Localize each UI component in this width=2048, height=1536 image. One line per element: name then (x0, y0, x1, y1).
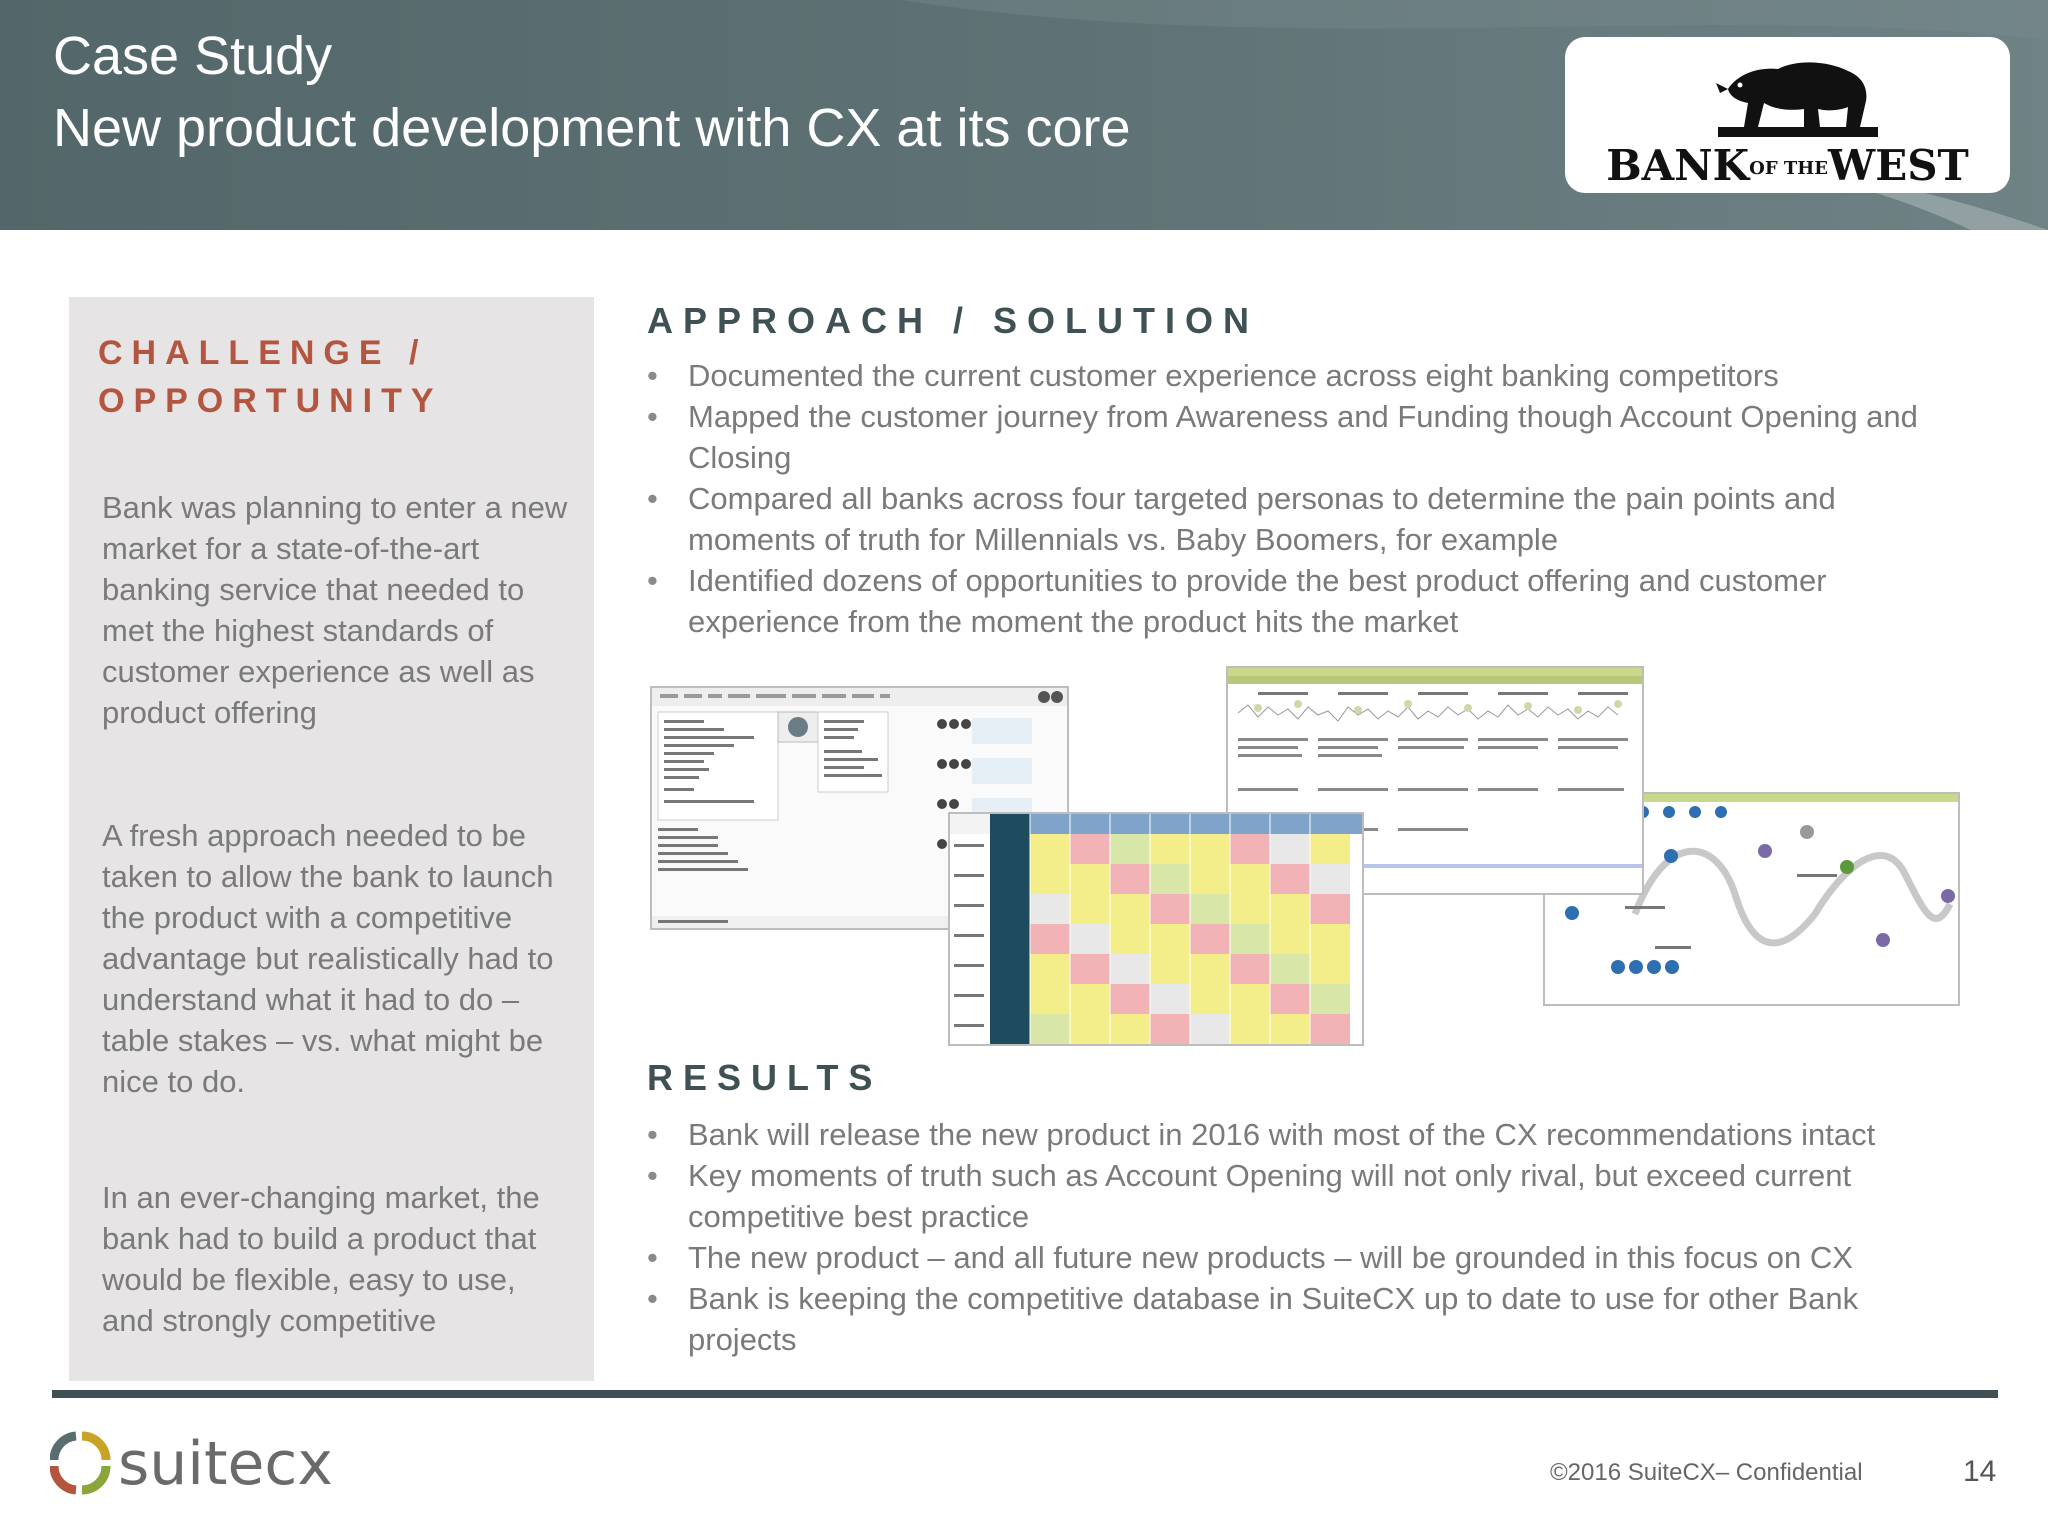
suitecx-logo: suitecx (50, 1429, 333, 1498)
footer-divider (52, 1390, 1998, 1398)
results-bullet: •Bank is keeping the competitive databas… (647, 1278, 1967, 1360)
header-swoosh-decoration (900, 0, 2048, 230)
bear-icon (1716, 62, 1878, 137)
suitecx-swirl-icon (50, 1431, 111, 1495)
bullet-icon: • (647, 481, 658, 516)
challenge-paragraph: In an ever-changing market, the bank had… (102, 1180, 540, 1338)
bank-of-the-west-wordmark: BANKOF THEWEST (1606, 141, 1969, 190)
header-banner: Case Study New product development with … (0, 0, 2048, 230)
slide-title-line-2: New product development with CX at its c… (53, 98, 1131, 158)
challenge-paragraph: A fresh approach needed to be taken to a… (102, 818, 554, 1099)
suitecx-wordmark: suitecx (118, 1429, 333, 1498)
results-bullet: •Bank will release the new product in 20… (647, 1114, 1967, 1155)
persona-comparison-table-screenshot (948, 812, 1364, 1046)
challenge-opportunity-panel: CHALLENGE / OPPORTUNITY Bank was plannin… (69, 297, 594, 1381)
approach-bullet: •Documented the current customer experie… (647, 355, 1967, 396)
challenge-heading: CHALLENGE / OPPORTUNITY (98, 334, 443, 420)
bullet-icon: • (647, 1281, 658, 1316)
page-number: 14 (1963, 1455, 1997, 1488)
bullet-icon: • (647, 1158, 658, 1193)
copyright-notice: ©2016 SuiteCX– Confidential (1550, 1459, 1863, 1486)
product-screenshots-collage (648, 666, 1960, 1046)
results-bullet: •Key moments of truth such as Account Op… (647, 1155, 1967, 1237)
bullet-icon: • (647, 399, 658, 434)
bullet-icon: • (647, 1240, 658, 1275)
approach-bullet: •Compared all banks across four targeted… (647, 478, 1967, 560)
bullet-icon: • (647, 358, 658, 393)
challenge-paragraph: Bank was planning to enter a new market … (102, 490, 568, 730)
bank-of-the-west-logo: BANKOF THEWEST (1565, 37, 2010, 193)
bullet-icon: • (647, 563, 658, 598)
approach-heading: APPROACH / SOLUTION (647, 300, 1260, 341)
bullet-icon: • (647, 1117, 658, 1152)
results-bullet-list: •Bank will release the new product in 20… (647, 1114, 1967, 1360)
results-heading: RESULTS (647, 1057, 883, 1098)
approach-bullet-list: •Documented the current customer experie… (647, 355, 1967, 642)
slide-title-line-1: Case Study (53, 26, 333, 86)
approach-bullet: •Identified dozens of opportunities to p… (647, 560, 1967, 642)
approach-bullet: •Mapped the customer journey from Awaren… (647, 396, 1967, 478)
results-bullet: •The new product – and all future new pr… (647, 1237, 1967, 1278)
